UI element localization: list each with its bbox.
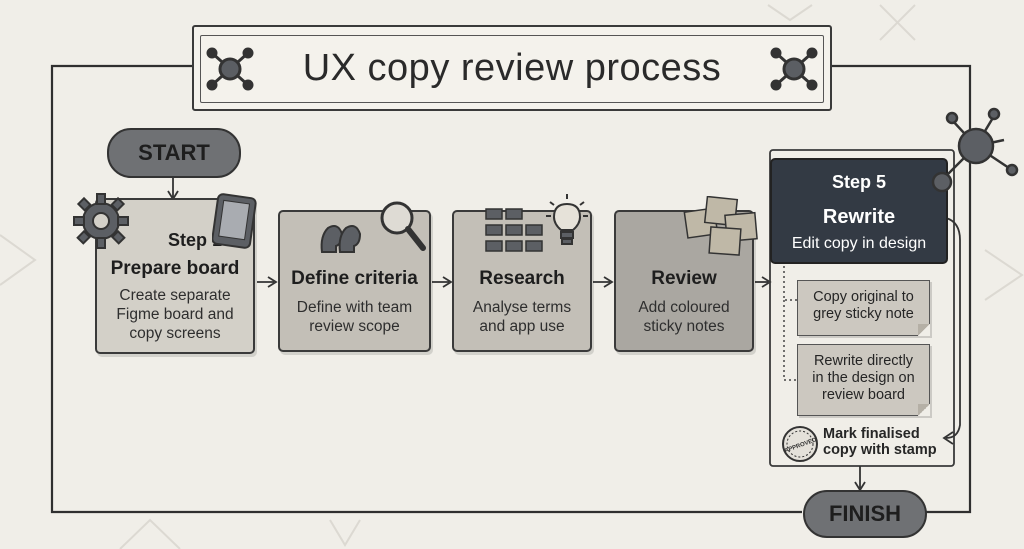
step-4-desc-line: sticky notes [643,318,725,335]
sticky-notes-icon [683,196,758,256]
substep-note-line: review board [821,387,905,403]
step-1-number: Step 1 [167,230,223,250]
start-pill: START [107,128,241,178]
step-3-title: Research [479,268,565,289]
step-5-title: Rewrite [822,206,896,228]
substep-note-line: Rewrite directly [813,353,914,369]
background-decoration [0,4,1024,549]
step-3-desc-line: and app use [479,318,565,335]
step-5-header: Step 5 Rewrite Edit copy in design [770,158,948,264]
final-note-line: copy with stamp [823,442,937,458]
step-1-desc-line: copy screens [129,325,221,342]
note-fold [918,324,930,336]
network-icon [206,47,254,91]
step-4-title: Review [651,268,717,289]
title-inner-border [200,35,824,103]
magnifier-icon [380,201,426,251]
page-title: UX copy review process [302,46,722,89]
step-2-title: Define criteria [291,268,418,289]
substep-note-line: grey sticky note [813,306,914,322]
note-fold [918,404,930,416]
title-box: UX copy review process [192,25,832,111]
substep-note-1: Copy original to grey sticky note [797,280,930,336]
substep-note-line: in the design on [812,370,915,386]
people-icon [320,225,362,253]
substep-note-line: Copy original to [813,289,914,305]
gear-icon [73,193,129,249]
network-icon [770,47,818,91]
step-1-desc-line: Create separate [119,287,231,304]
outer-frame [50,64,972,514]
substep-note-2: Rewrite directly in the design on review… [797,344,930,416]
step-3-desc-line: Analyse terms [472,299,572,316]
grid-icon [485,208,543,252]
lightbulb-icon [546,194,588,245]
step-2-desc-line: review scope [309,318,400,335]
tablet-icon [212,193,257,249]
finish-pill: FINISH [803,490,927,538]
final-note-line: Mark finalised [823,426,920,442]
network-icon [931,107,1019,193]
step-2-desc-line: Define with team [296,299,413,316]
step-1-title: Prepare board [110,258,240,279]
final-note: Mark finalised copy with stamp [823,426,937,458]
step-5-subtitle: Edit copy in design [791,235,927,252]
step-1-desc-line: Figme board and [116,306,234,323]
step-5-number: Step 5 [831,172,887,192]
step-4-desc-line: Add coloured [638,299,730,316]
approved-stamp-icon: APPROVED [782,426,818,462]
